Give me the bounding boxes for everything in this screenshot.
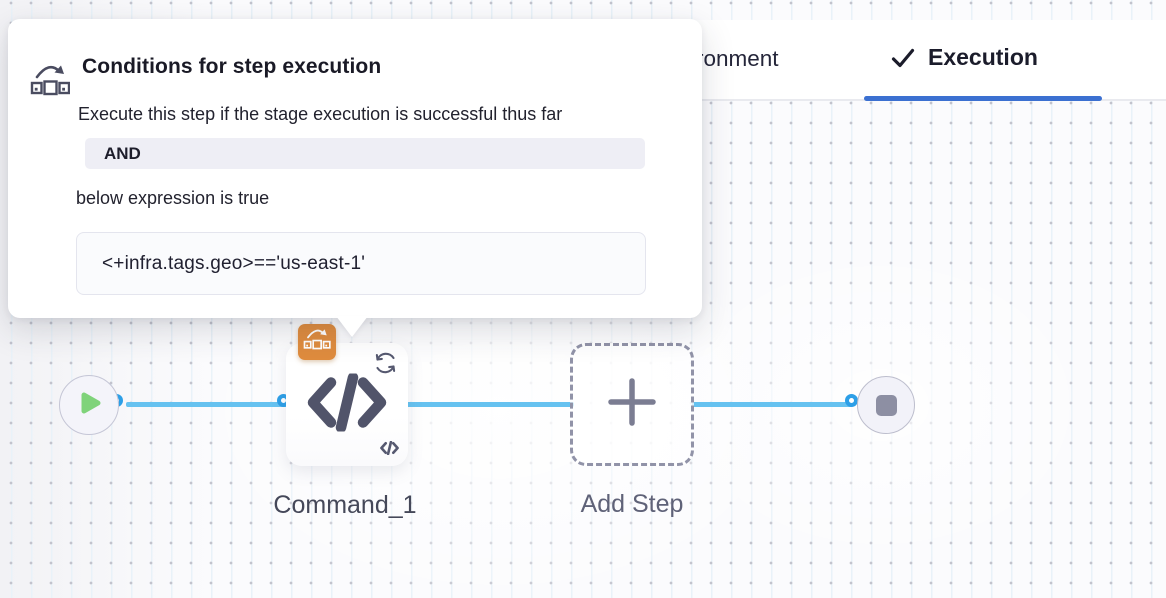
- step-node-command-1[interactable]: [286, 343, 408, 466]
- stage-tab-bar: ronment Execution: [688, 20, 1166, 101]
- connector-point[interactable]: [845, 394, 858, 407]
- connector-line: [404, 402, 574, 407]
- conditional-execution-icon: [30, 61, 71, 104]
- popover-subtitle: Execute this step if the stage execution…: [78, 104, 563, 124]
- code-icon: [307, 371, 387, 436]
- looping-strategy-icon: [372, 350, 399, 381]
- expression-value: <+infra.tags.geo>=='us-east-1': [76, 232, 646, 295]
- condition-operator-chip: AND: [85, 138, 645, 169]
- stop-icon: [875, 394, 897, 416]
- pipeline-start-node: [59, 375, 119, 435]
- plus-icon: [608, 378, 656, 431]
- add-step-label[interactable]: Add Step: [580, 490, 684, 518]
- conditions-popover: Conditions for step execution Execute th…: [8, 19, 702, 318]
- popover-caret: [336, 316, 368, 337]
- code-mini-icon: [380, 440, 399, 460]
- pipeline-end-node: [857, 376, 915, 434]
- add-step-button[interactable]: [570, 343, 694, 466]
- conditional-execution-badge[interactable]: [298, 324, 336, 360]
- step-label[interactable]: Command_1: [273, 491, 417, 519]
- connector-line: [126, 402, 291, 407]
- play-icon: [76, 391, 102, 420]
- tab-execution-label: Execution: [928, 44, 1038, 70]
- popover-title: Conditions for step execution: [82, 55, 382, 78]
- tab-execution[interactable]: Execution: [890, 44, 1038, 71]
- tab-environment[interactable]: ronment: [696, 46, 779, 71]
- active-tab-underline: [864, 96, 1102, 101]
- connector-line: [692, 402, 852, 407]
- conditional-execution-badge-icon: [303, 327, 331, 357]
- check-icon: [890, 45, 916, 71]
- expression-label: below expression is true: [76, 188, 270, 208]
